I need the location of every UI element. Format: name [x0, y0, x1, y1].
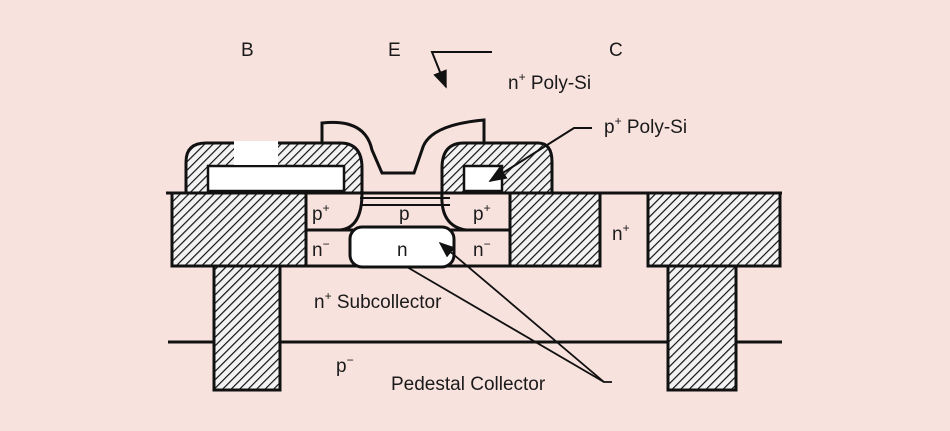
- p-plus-poly-right: [462, 164, 504, 193]
- pedestal-leader-lower: [406, 266, 605, 383]
- n-plus-poly-label: n+ Poly-Si: [508, 70, 591, 94]
- emitter-n-plus-poly: [320, 118, 486, 175]
- spacer-right: [440, 192, 467, 232]
- n-pedestal-label: n: [397, 240, 408, 261]
- terminal-base-label: B: [241, 40, 254, 61]
- pedestal-collector-label: Pedestal Collector: [391, 374, 546, 395]
- p-poly-leader: [488, 127, 592, 182]
- base-contact-opening: [234, 141, 278, 165]
- shallow-oxide-right: [646, 191, 782, 268]
- deep-trench-left: [212, 264, 282, 392]
- spacer-left: [339, 192, 364, 232]
- p-plus-left-label: p+: [312, 201, 330, 225]
- shallow-oxide-left: [170, 191, 308, 268]
- n-plus-collector-label: n+: [612, 221, 630, 245]
- terminal-emitter-label: E: [388, 40, 401, 61]
- terminal-collector-label: C: [609, 40, 623, 61]
- p-plus-right-label: p+: [473, 201, 491, 225]
- base-p-poly-left: [206, 164, 346, 193]
- n-minus-left-label: n−: [312, 237, 330, 261]
- subcollector-label: n+ Subcollector: [314, 289, 442, 313]
- p-base-label: p: [399, 204, 410, 225]
- deep-trench-right: [666, 264, 738, 392]
- p-plus-poly-label: p+ Poly-Si: [604, 114, 687, 138]
- n-poly-leader: [430, 51, 492, 89]
- n-minus-right-label: n−: [473, 237, 491, 261]
- substrate-label: p−: [336, 353, 354, 377]
- shallow-oxide-middle: [508, 191, 602, 268]
